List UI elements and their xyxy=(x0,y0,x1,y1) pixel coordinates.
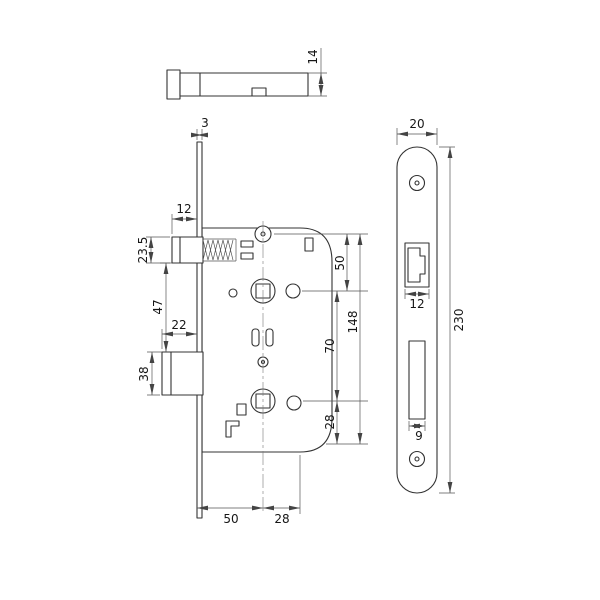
dim-label-case-height: 148 xyxy=(346,311,360,334)
latch-spring xyxy=(202,238,237,262)
dim-latch-height: 23.5 xyxy=(136,237,170,264)
dim-label-latch-to-deadbolt: 47 xyxy=(151,299,165,314)
dim-latch-cutout-width: 12 xyxy=(404,289,430,311)
latch-profile-view: 14 xyxy=(166,48,327,100)
spring-stop-lower xyxy=(240,252,254,260)
spring-coil-b xyxy=(202,239,234,261)
latch-slide-bar xyxy=(179,72,309,97)
adjust-screw xyxy=(228,288,238,298)
latch-head-profile xyxy=(166,69,181,100)
dim-label-cylinder-to-bottom: 28 xyxy=(323,414,337,429)
dim-backset: 50 xyxy=(197,455,301,526)
dim-label-deadbolt-protrusion: 22 xyxy=(171,318,186,332)
dim-label-latch-height: 23.5 xyxy=(136,237,150,264)
latch-bar-tab xyxy=(251,87,267,97)
spring-coil-a xyxy=(202,239,234,261)
extension-lines xyxy=(196,129,203,140)
dim-label-deadbolt-height: 38 xyxy=(137,366,151,381)
dim-bolt-cutout-width: 9 xyxy=(408,421,426,443)
faceplate-outline xyxy=(396,146,438,494)
dim-plate-width: 20 xyxy=(396,117,438,145)
dim-label-follower-to-cylinder: 70 xyxy=(323,338,337,353)
stop-block xyxy=(236,403,247,416)
dim-cylinder-to-bottom: 28 xyxy=(323,401,340,444)
dim-latch-protrusion: 12 xyxy=(171,202,197,234)
dim-case-height: 148 xyxy=(346,234,363,444)
deadbolt xyxy=(161,351,204,396)
screw-hole-top-center xyxy=(414,180,420,186)
dim-label-bolt-cutout-width: 9 xyxy=(415,429,423,443)
extension-lines xyxy=(396,128,438,145)
screw-hole-bottom-center xyxy=(414,456,420,462)
dim-plate-height: 230 xyxy=(439,146,466,494)
dim-deadbolt-height: 38 xyxy=(137,351,160,396)
bottom-clip xyxy=(225,420,240,438)
dim-label-center-offset: 28 xyxy=(274,512,289,526)
dim-label-faceplate-thickness: 3 xyxy=(201,116,209,130)
faceplate-edge xyxy=(196,141,203,519)
case-rivet xyxy=(304,237,314,252)
dim-latch-to-deadbolt: 47 xyxy=(151,262,172,353)
dim-deadbolt-protrusion: 22 xyxy=(161,318,197,349)
dim-label-plate-width: 20 xyxy=(409,117,424,131)
dim-profile-thickness: 14 xyxy=(306,48,327,97)
dim-label-latch-cutout-width: 12 xyxy=(409,297,424,311)
cylinder-side-hole xyxy=(286,395,302,411)
dim-top-to-follower: 50 xyxy=(333,234,350,291)
dim-label-plate-height: 230 xyxy=(452,309,466,332)
dim-label-backset: 50 xyxy=(223,512,238,526)
extension-lines xyxy=(308,72,327,97)
deadbolt-cutout xyxy=(408,340,426,420)
dim-center-offset: 28 xyxy=(263,505,300,526)
dim-label-top-to-follower: 50 xyxy=(333,255,347,270)
guide-slot-left xyxy=(251,328,260,347)
latch-bolt xyxy=(171,236,204,264)
guide-slot-right xyxy=(265,328,274,347)
faceplate-front-view: 20 12 9 230 xyxy=(396,117,466,494)
dim-label-profile-thickness: 14 xyxy=(306,49,320,64)
spring-stop-upper xyxy=(240,240,254,248)
dim-label-latch-protrusion: 12 xyxy=(176,202,191,216)
dim-follower-to-cylinder: 70 xyxy=(323,291,340,401)
dim-faceplate-thickness: 3 xyxy=(191,116,209,140)
lock-case-view xyxy=(161,141,333,519)
spring-housing xyxy=(203,238,237,262)
follower-side-hole xyxy=(285,283,301,299)
latch-bolt-front xyxy=(407,247,426,283)
